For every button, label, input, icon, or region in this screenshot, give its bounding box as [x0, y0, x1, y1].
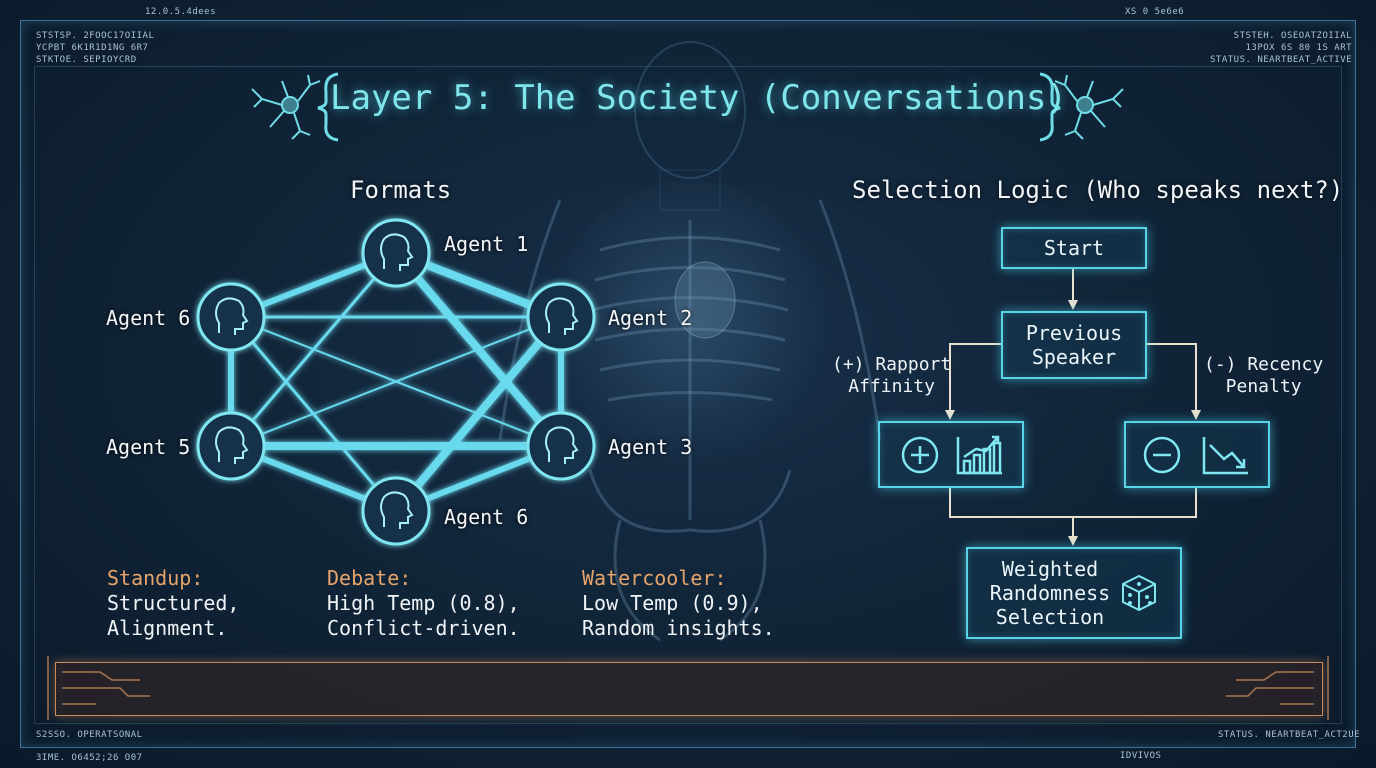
- hud-top-center-right: XS 0 5e6e6: [1125, 7, 1185, 17]
- agent-nodes: [196, 218, 596, 546]
- previous-label: Previous: [1025, 321, 1123, 345]
- format-desc: Alignment.: [107, 616, 228, 640]
- outer-frame: [20, 20, 1356, 748]
- brace-left-icon: [317, 72, 339, 142]
- format-desc: Conflict-driven.: [327, 616, 520, 640]
- hud-bottom-right-2: IDVIVOS: [1120, 751, 1162, 761]
- hud-top-right: STSTEH. OSEOATZOIIAL 13POX 6S 80 1S ART …: [1210, 31, 1353, 65]
- format-desc: Structured,: [107, 591, 240, 615]
- start-label: Start: [1043, 236, 1105, 260]
- rapport-node: [878, 421, 1024, 488]
- hud-bottom-right: STATUS. NEARTBEAT_ACT2UE: [1218, 730, 1361, 740]
- format-desc: High Temp (0.8),: [327, 591, 520, 615]
- dice-icon: [1122, 574, 1157, 612]
- format-name: Debate:: [327, 566, 412, 590]
- agent-label: Agent 6: [444, 505, 529, 529]
- agent-label: Agent 1: [444, 232, 529, 256]
- hud-bottom-left-2: 3IME. O6452;26 O07: [36, 753, 143, 763]
- selection-heading: Selection Logic (Who speaks next?): [852, 176, 1344, 204]
- format-debate: Debate: High Temp (0.8), Conflict-driven…: [327, 566, 520, 641]
- agent-label: Agent 2: [608, 306, 693, 330]
- weighted-line: Selection: [995, 605, 1105, 629]
- weighted-selection-node: Weighted Randomness Selection: [966, 547, 1182, 639]
- inner-frame: [34, 66, 1342, 724]
- rapport-icons: [901, 435, 1002, 475]
- format-standup: Standup: Structured, Alignment.: [107, 566, 239, 641]
- brace-right-icon: [1039, 72, 1061, 142]
- previous-label: Speaker: [1031, 345, 1117, 369]
- agent-label: Agent 5: [106, 435, 191, 459]
- neuron-icon: [1054, 74, 1124, 140]
- agent-label: Agent 3: [608, 435, 693, 459]
- bottom-status-bar: [55, 662, 1323, 716]
- weighted-label-group: Weighted Randomness Selection: [990, 557, 1110, 629]
- previous-speaker-node: Previous Speaker: [1001, 311, 1147, 379]
- weighted-line: Randomness: [989, 581, 1111, 605]
- format-watercooler: Watercooler: Low Temp (0.9), Random insi…: [582, 566, 775, 641]
- hud-bottom-left: S2SSO. OPERATSONAL: [36, 730, 143, 740]
- minus-circle-icon: [1143, 436, 1181, 474]
- format-desc: Low Temp (0.9),: [582, 591, 763, 615]
- plus-circle-icon: [901, 436, 939, 474]
- recency-label: (-) Recency Penalty: [1204, 354, 1323, 398]
- rapport-label: (+) Rapport Affinity: [832, 354, 951, 398]
- rapport-line: (+) Rapport: [832, 354, 952, 375]
- neuron-icon: [251, 74, 321, 140]
- recency-line: Penalty: [1225, 376, 1302, 397]
- hud-top-left: STSTSP. 2FOOC17OIIAL YCPBT 6K1R1D1NG 6R7…: [36, 31, 155, 65]
- weighted-line: Weighted: [1001, 557, 1099, 581]
- recency-line: (-) Recency: [1204, 354, 1324, 375]
- hud-top-center-left: 12.0.5.4dees: [145, 7, 217, 17]
- trend-down-icon: [1202, 437, 1248, 475]
- start-node: Start: [1001, 227, 1147, 269]
- recency-node: [1124, 421, 1270, 488]
- agent-label: Agent 6: [106, 306, 191, 330]
- format-desc: Random insights.: [582, 616, 775, 640]
- rapport-line: Affinity: [848, 376, 935, 397]
- formats-heading: Formats: [350, 176, 452, 204]
- bar-chart-up-icon: [956, 435, 1002, 475]
- head-profile-icon: [215, 233, 579, 529]
- format-name: Standup:: [107, 566, 204, 590]
- page-title: Layer 5: The Society (Conversations): [330, 78, 1067, 118]
- recency-icons: [1143, 436, 1248, 475]
- format-name: Watercooler:: [582, 566, 727, 590]
